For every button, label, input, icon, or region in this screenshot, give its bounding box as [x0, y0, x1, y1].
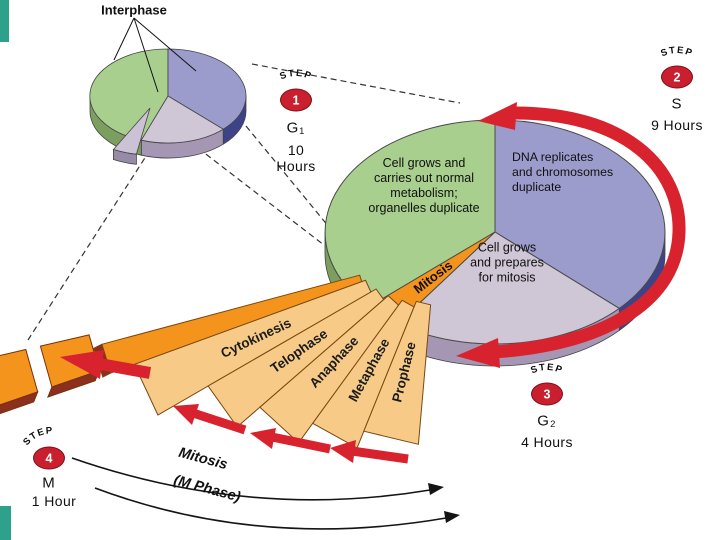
sweep-arrow — [71, 457, 431, 501]
step3-word: STEP — [529, 362, 565, 377]
small-pie-m-sliver-rim — [113, 148, 137, 165]
small-pie-g1-slice — [89, 48, 169, 141]
small-pie — [89, 48, 247, 165]
step4-hours: 1 Hour — [31, 492, 77, 509]
fan-arrowhead — [173, 404, 199, 425]
big-pie-g1-slice — [324, 119, 496, 308]
fan-arrow — [191, 408, 247, 435]
s-slice-label: DNA replicates and chromosomes duplicate — [512, 150, 614, 194]
big-pie — [324, 119, 666, 345]
sweep-arrowhead — [428, 483, 444, 495]
g2-slice-label: Cell grows and prepares for mitosis — [470, 240, 544, 285]
exploded-block-left-side — [0, 391, 39, 415]
step2-word: STEP — [659, 45, 695, 60]
fan-arrowhead — [250, 428, 276, 449]
exploded-block-mid-side — [47, 369, 101, 398]
step2-phase: S — [671, 95, 683, 113]
dashed-line — [27, 149, 151, 341]
pointer-line — [113, 17, 135, 61]
interphase-label: Interphase — [101, 2, 167, 18]
edge-strip-bottom — [0, 506, 11, 540]
big-pie-s-slice — [494, 119, 666, 309]
fan-direction-arrows — [60, 350, 409, 464]
small-pie-s-slice — [167, 48, 247, 130]
dashed-line — [251, 63, 461, 104]
m-phase-sweep-arrows — [71, 457, 460, 530]
pointer-line — [133, 17, 159, 93]
step1-badge: 1 — [280, 88, 312, 112]
fan-arrowhead-large — [60, 350, 104, 379]
small-pie-g2-slice — [140, 95, 224, 144]
step4-word: STEP — [19, 421, 57, 449]
step1-hours: 10 Hours — [276, 141, 316, 174]
fan-arrow — [271, 432, 331, 454]
fan-wedge-prophase — [363, 300, 432, 445]
step4-phase: M — [42, 474, 56, 492]
fan-arrow-large — [98, 358, 152, 379]
step1-phase: G₁ — [286, 119, 306, 137]
pointer-line — [133, 17, 197, 72]
step4-badge: 4 — [33, 446, 65, 470]
cycle-arrowhead-top — [478, 102, 517, 130]
step2-hours: 9 Hours — [651, 116, 703, 133]
cycle-arrow-ribbon — [493, 106, 686, 359]
fan-arrow — [351, 446, 409, 464]
cycle-arrow — [456, 102, 686, 368]
step3-phase: G₂ — [537, 412, 557, 430]
sweep-arrow — [94, 487, 447, 530]
cycle-arrowhead-bottom — [456, 338, 500, 368]
edge-strip-top — [0, 0, 9, 42]
sweep-arrowhead — [444, 511, 460, 523]
dashed-line — [245, 125, 330, 228]
step3-badge: 3 — [531, 382, 563, 406]
fan-arrowhead — [330, 440, 356, 463]
step3-hours: 4 Hours — [521, 433, 573, 450]
g1-slice-label: Cell grows and carries out normal metabo… — [368, 156, 480, 215]
exploded-blocks — [0, 334, 101, 415]
step2-badge: 2 — [661, 65, 693, 89]
interphase-pointer-lines — [113, 17, 197, 93]
